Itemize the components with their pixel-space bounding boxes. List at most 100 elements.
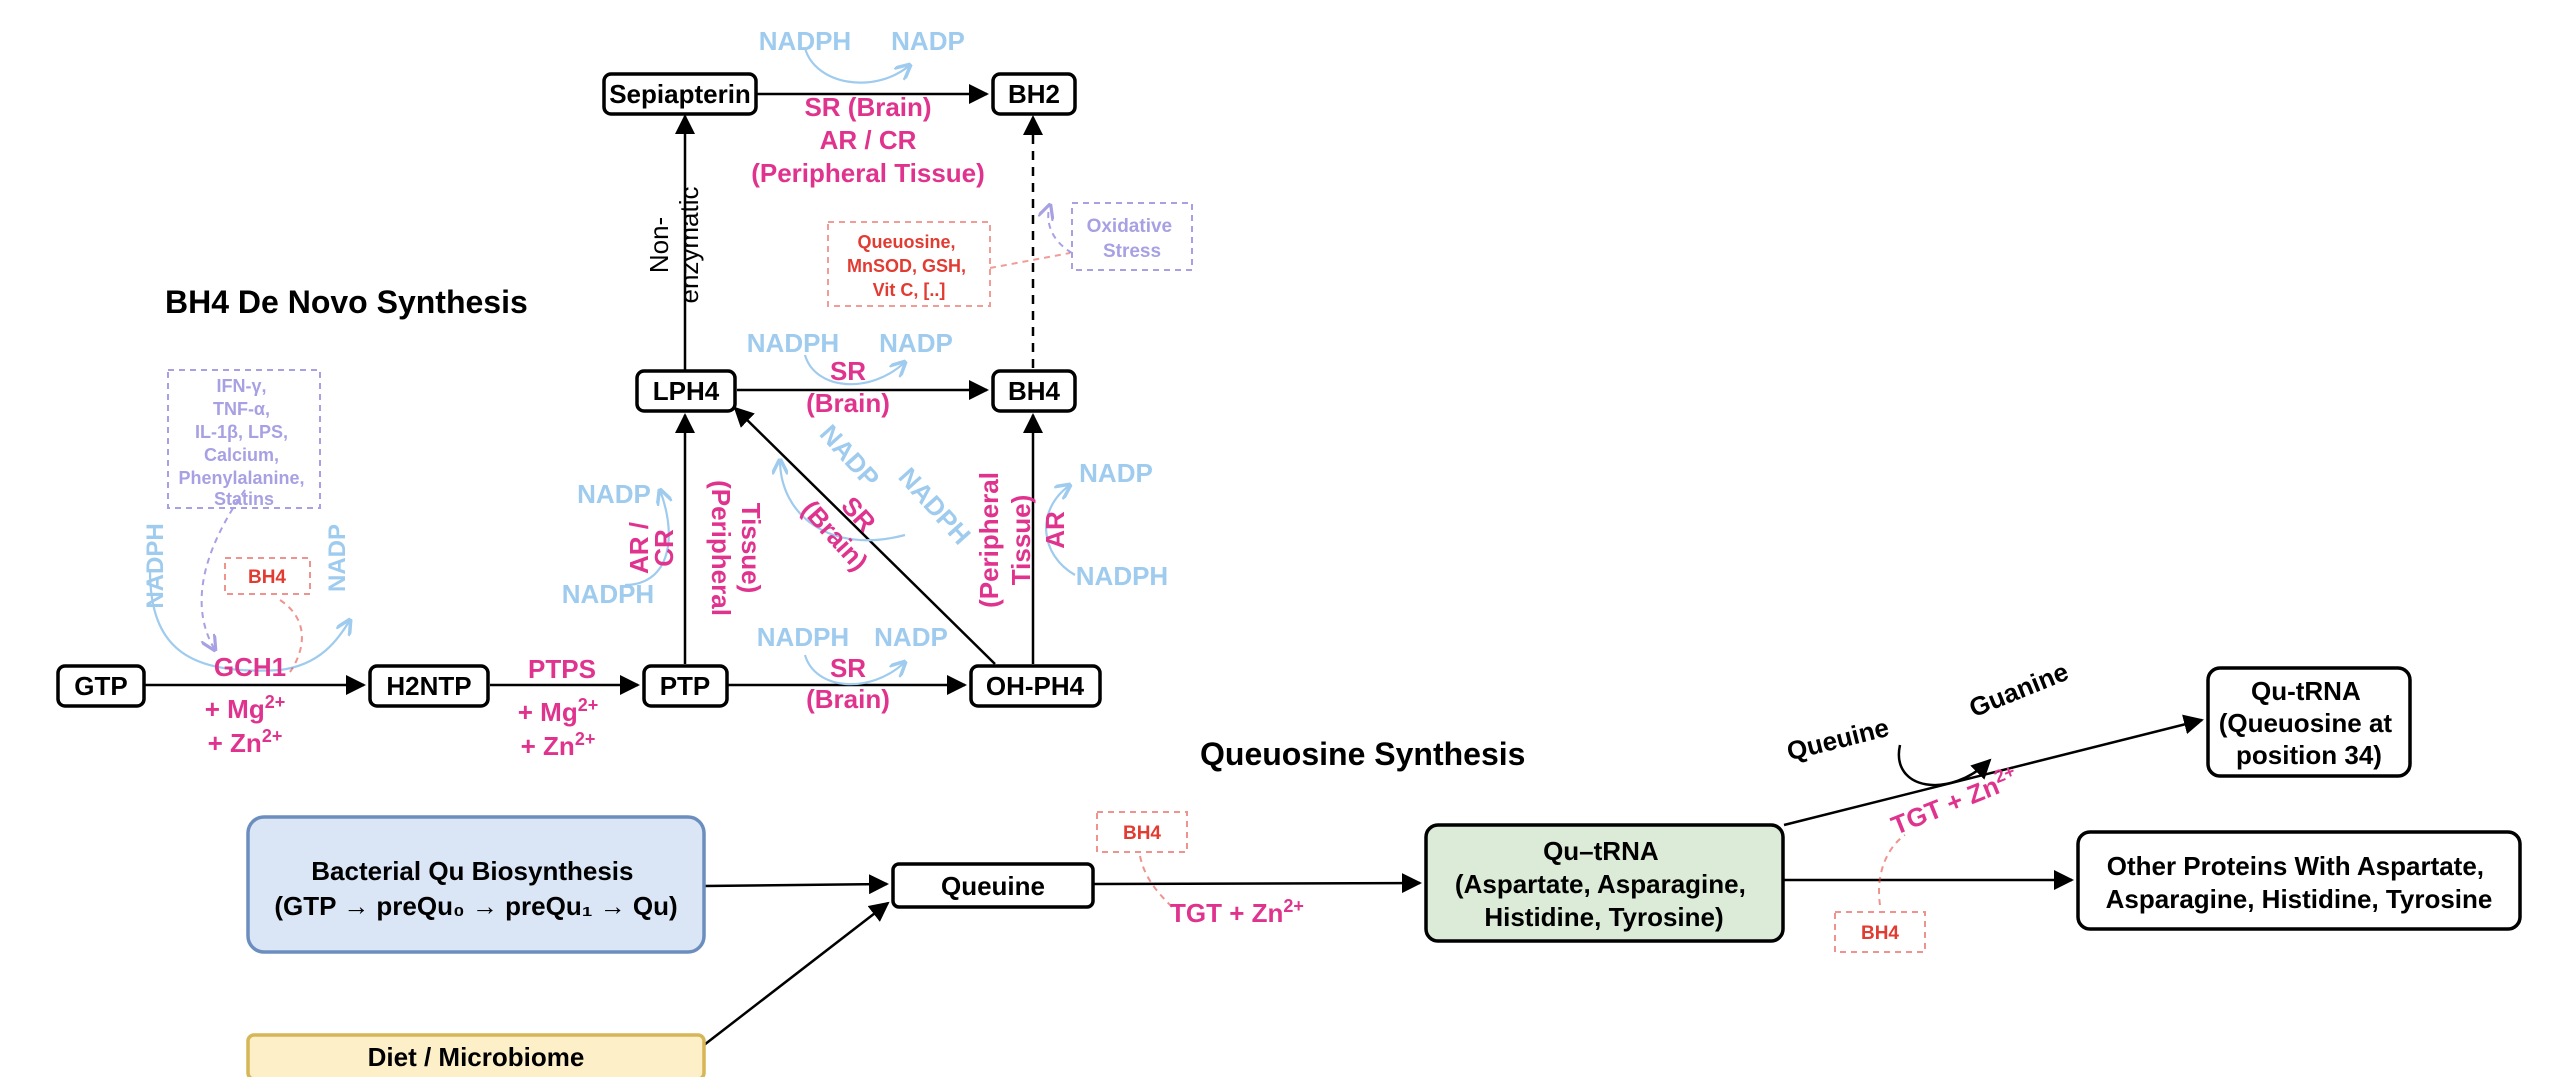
- enzyme-tgt-right: TGT + Zn2+: [1886, 761, 2022, 841]
- node-oh-ph4: OH-PH4: [969, 664, 1102, 708]
- node-bh4: BH4: [991, 369, 1077, 413]
- svg-text:NADPH: NADPH: [1076, 561, 1168, 591]
- bh4-tag-gch1: BH4: [224, 557, 311, 595]
- node-ptp: PTP: [642, 664, 729, 708]
- antioxidants-box: Queuosine, MnSOD, GSH, Vit C, [..]: [827, 221, 991, 307]
- svg-text:Non-: Non-: [644, 217, 674, 273]
- queuosine-arrows: [703, 714, 2204, 1046]
- svg-text:NADP: NADP: [879, 328, 953, 358]
- enzyme-tgt-left: TGT + Zn2+: [1170, 896, 1304, 928]
- svg-text:(Peripheral: (Peripheral: [974, 472, 1004, 608]
- cofactor-arrows: [148, 47, 1076, 686]
- cofactors-sepiapterin-bh2: NADPH NADP: [759, 26, 965, 56]
- svg-text:Queuine: Queuine: [941, 871, 1045, 901]
- cofactors-lph4-bh4: NADPH NADP: [747, 328, 953, 358]
- queuine-input-label: Queuine: [1784, 712, 1892, 766]
- svg-text:BH4: BH4: [1861, 923, 1899, 944]
- stimulus-3: IL-1β, LPS,: [195, 422, 288, 442]
- svg-text:(Peripheral: (Peripheral: [706, 480, 736, 616]
- cofactors-gch1: NADPH NADP: [142, 523, 351, 608]
- enzyme-ptps: PTPS + Mg2+ + Zn2+: [518, 654, 598, 761]
- svg-text:NADP: NADP: [874, 622, 948, 652]
- bh4-tag-tgt-right: BH4: [1834, 911, 1926, 953]
- svg-text:OH-PH4: OH-PH4: [986, 671, 1085, 701]
- svg-text:(Peripheral Tissue): (Peripheral Tissue): [751, 158, 985, 188]
- svg-text:NADPH: NADPH: [562, 579, 654, 609]
- cofactors-ohph4-bh4: NADP NADPH: [1076, 458, 1168, 591]
- svg-text:NADPH: NADPH: [759, 26, 851, 56]
- node-sepiapterin: Sepiapterin: [602, 72, 758, 116]
- svg-text:PTPS: PTPS: [528, 654, 596, 684]
- svg-text:AR / CR: AR / CR: [820, 125, 917, 155]
- node-bh2: BH2: [991, 72, 1077, 116]
- stimulus-2: TNF-α,: [213, 399, 270, 419]
- svg-text:CR: CR: [649, 529, 679, 567]
- svg-text:NADP: NADP: [577, 479, 651, 509]
- enzyme-sr-ptp-ohph4: SR (Brain): [806, 653, 890, 714]
- svg-text:NADPH: NADPH: [893, 462, 977, 551]
- svg-text:+ Zn2+: + Zn2+: [208, 726, 283, 758]
- svg-text:NADP: NADP: [814, 419, 886, 494]
- svg-text:Tissue): Tissue): [1006, 495, 1036, 586]
- stimulus-1: IFN-γ,: [216, 376, 266, 396]
- oxidative-stress-box: Oxidative Stress: [1071, 202, 1193, 271]
- svg-text:TGT + Zn2+: TGT + Zn2+: [1886, 761, 2022, 841]
- cofactors-ptp-ohph4: NADPH NADP: [757, 622, 948, 652]
- node-qu-trna-final: Qu-tRNA (Queuosine at position 34): [2206, 666, 2412, 778]
- svg-text:Queuosine, MnSOD, GSH,: Queuosine, MnSOD, GSH, Vit C, [..]: [847, 232, 971, 300]
- enzyme-ar-ohph4-bh4: AR: [1040, 511, 1070, 549]
- oxidative-line-1: Oxidative: [1087, 216, 1173, 237]
- svg-text:(Brain): (Brain): [806, 388, 890, 418]
- svg-text:AR /: AR /: [624, 522, 654, 574]
- svg-text:NADP: NADP: [324, 524, 351, 592]
- stimulus-4: Calcium,: [204, 445, 279, 465]
- svg-text:BH2: BH2: [1008, 79, 1060, 109]
- bh4-section-title: BH4 De Novo Synthesis: [165, 284, 528, 320]
- enzyme-peripheral-ptp-lph4: (Peripheral Tissue): [706, 480, 766, 616]
- antioxidant-line-1: Queuosine,: [857, 232, 955, 252]
- svg-text:enzymatic: enzymatic: [674, 186, 704, 303]
- cofactors-ptp-lph4: NADP NADPH: [562, 479, 654, 609]
- svg-text:Tissue): Tissue): [736, 503, 766, 594]
- svg-text:NADP: NADP: [1079, 458, 1153, 488]
- svg-text:SR (Brain): SR (Brain): [804, 92, 931, 122]
- svg-text:+ Zn2+: + Zn2+: [521, 729, 596, 761]
- svg-text:Diet / Microbiome: Diet / Microbiome: [368, 1042, 585, 1072]
- svg-text:+ Mg2+: + Mg2+: [205, 692, 285, 724]
- node-other-proteins: Other Proteins With Aspartate, Asparagin…: [2076, 830, 2522, 931]
- svg-text:LPH4: LPH4: [653, 376, 720, 406]
- node-bacterial-biosynthesis: Bacterial Qu Biosynthesis (GTP → preQu₀ …: [246, 815, 706, 954]
- node-h2ntp: H2NTP: [368, 664, 490, 708]
- node-gtp: GTP: [56, 664, 146, 708]
- svg-text:PTP: PTP: [660, 671, 711, 701]
- antioxidant-line-2: MnSOD, GSH,: [847, 256, 966, 276]
- enzyme-peripheral-ohph4-bh4: (Peripheral Tissue): [974, 472, 1036, 608]
- queuosine-section-title: Queuosine Synthesis: [1200, 736, 1525, 772]
- pathway-arrows: [145, 84, 1043, 695]
- antioxidant-line-3: Vit C, [..]: [873, 280, 946, 300]
- svg-text:(Brain): (Brain): [806, 684, 890, 714]
- node-qu-trna-center: Qu–tRNA (Aspartate, Asparagine, Histidin…: [1424, 823, 1785, 943]
- svg-text:Qu-tRNA (Queuosine at: Qu-tRNA (Queuosine at position 34): [2219, 676, 2400, 770]
- svg-text:Sepiapterin: Sepiapterin: [609, 79, 751, 109]
- enzyme-gch1: GCH1 + Mg2+ + Zn2+: [205, 652, 286, 758]
- svg-text:NADPH: NADPH: [757, 622, 849, 652]
- oxidative-line-2: Stress: [1103, 241, 1161, 262]
- bh4-tag-tgt-left: BH4: [1096, 811, 1188, 853]
- node-diet-microbiome: Diet / Microbiome: [246, 1033, 706, 1077]
- stimulus-6: Statins: [214, 489, 274, 509]
- node-lph4: LPH4: [635, 369, 737, 413]
- svg-text:NADPH: NADPH: [142, 523, 169, 608]
- svg-text:BH4: BH4: [1123, 823, 1161, 844]
- svg-text:BH4: BH4: [1008, 376, 1061, 406]
- svg-text:NADPH: NADPH: [747, 328, 839, 358]
- enzyme-ar-cr-ptp-lph4: AR / CR: [624, 522, 679, 574]
- svg-text:NADP: NADP: [891, 26, 965, 56]
- enzyme-sr-diagonal: SR (Brain): [796, 491, 882, 577]
- non-enzymatic-label: Non- enzymatic: [644, 186, 704, 303]
- enzyme-sepiapterin-bh2: SR (Brain) AR / CR (Peripheral Tissue): [751, 92, 985, 188]
- node-queuine: Queuine: [891, 862, 1095, 909]
- svg-text:Bacterial Qu Biosynthesis: Bacterial Qu Biosynthesis (GTP → preQu₀ …: [274, 856, 677, 921]
- svg-text:IFN-γ, TNF-α, IL-1: IFN-γ, TNF-α, IL-1β, LPS, Calcium, Pheny…: [178, 376, 309, 509]
